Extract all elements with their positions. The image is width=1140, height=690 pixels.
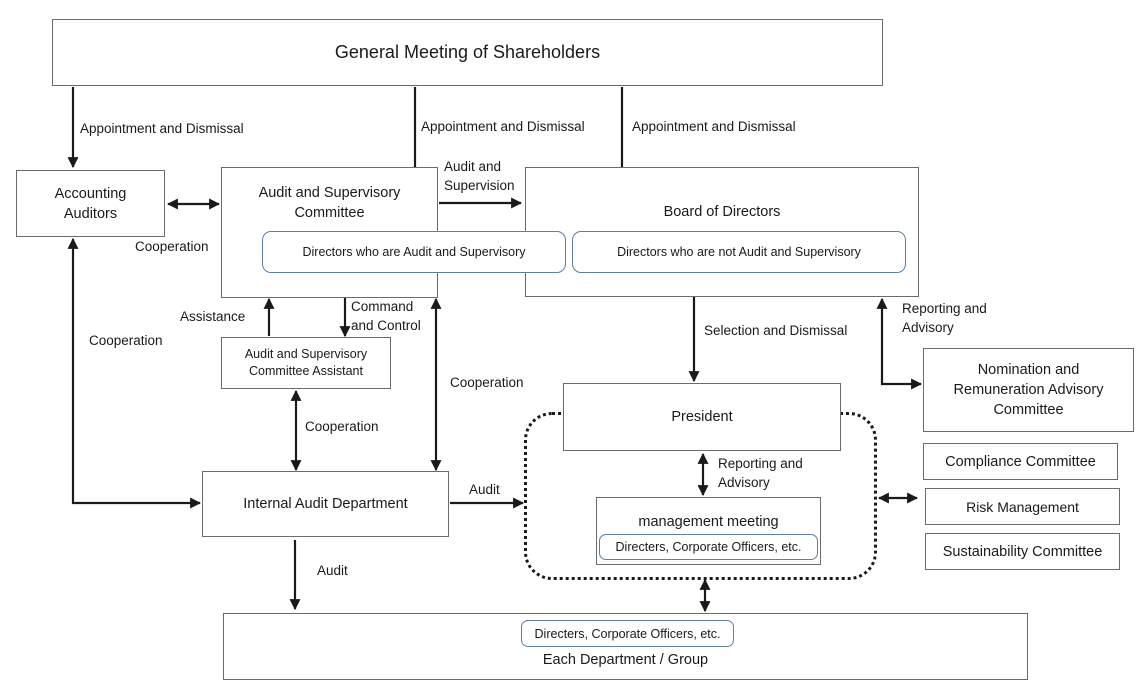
label-command-control: Command and Control (351, 299, 421, 333)
arrow-auditors-internal (67, 237, 202, 509)
accounting-auditors-box: Accounting Auditors (16, 170, 165, 237)
mm-directors-pill: Directers, Corporate Officers, etc. (599, 534, 818, 560)
internal-audit-box: Internal Audit Department (202, 471, 449, 537)
shareholders-label: General Meeting of Shareholders (334, 42, 601, 62)
nomination-label: Nomination and Remuneration Advisory Com… (953, 362, 1104, 418)
dept-directors-pill: Directers, Corporate Officers, etc. (521, 620, 734, 647)
management-meeting-label: management meeting (638, 514, 779, 530)
label-reporting-advisory-1: Reporting and Advisory (902, 301, 987, 335)
compliance-label: Compliance Committee (945, 453, 1096, 470)
label-cooperation-mid: Cooperation (450, 375, 524, 390)
risk-box: Risk Management (925, 488, 1120, 525)
committee-assistant-label: Audit and Supervisory Committee Assistan… (244, 347, 368, 378)
directors-not-audit-pill: Directors who are not Audit and Supervis… (572, 231, 906, 273)
label-audit-supervision: Audit and Supervision (444, 159, 515, 193)
label-cooperation-assistant: Cooperation (305, 419, 379, 434)
risk-label: Risk Management (966, 498, 1079, 515)
dept-directors-label: Directers, Corporate Officers, etc. (534, 626, 721, 641)
committee-assistant-box: Audit and Supervisory Committee Assistan… (221, 337, 391, 389)
compliance-box: Compliance Committee (923, 443, 1118, 480)
label-cooperation-left: Cooperation (89, 333, 163, 348)
directors-audit-label: Directors who are Audit and Supervisory (302, 245, 526, 259)
audit-committee-label: Audit and Supervisory Committee (258, 185, 401, 221)
label-cooperation-auditors: Cooperation (135, 239, 209, 254)
label-appoint-3: Appointment and Dismissal (632, 119, 796, 134)
president-label: President (671, 409, 733, 425)
label-audit-down: Audit (317, 563, 348, 578)
internal-audit-label: Internal Audit Department (243, 496, 408, 512)
label-assistance: Assistance (180, 309, 246, 324)
departments-label: Each Department / Group (542, 652, 709, 668)
arrow-board-nomination (876, 297, 923, 390)
nomination-box: Nomination and Remuneration Advisory Com… (923, 348, 1134, 432)
label-reporting-advisory-2: Reporting and Advisory (718, 456, 803, 490)
board-label: Board of Directors (663, 204, 781, 220)
sustainability-box: Sustainability Committee (925, 533, 1120, 570)
label-audit-right: Audit (469, 482, 500, 497)
shareholders-box: General Meeting of Shareholders (52, 19, 883, 86)
label-selection-dismissal: Selection and Dismissal (704, 323, 848, 338)
president-box: President (563, 383, 841, 451)
directors-audit-pill: Directors who are Audit and Supervisory (262, 231, 566, 273)
label-appoint-1: Appointment and Dismissal (80, 121, 244, 136)
sustainability-label: Sustainability Committee (942, 543, 1103, 560)
label-appoint-2: Appointment and Dismissal (421, 119, 585, 134)
accounting-auditors-label: Accounting Auditors (54, 185, 127, 222)
directors-not-audit-label: Directors who are not Audit and Supervis… (617, 245, 861, 259)
mm-directors-label: Directers, Corporate Officers, etc. (615, 540, 802, 554)
